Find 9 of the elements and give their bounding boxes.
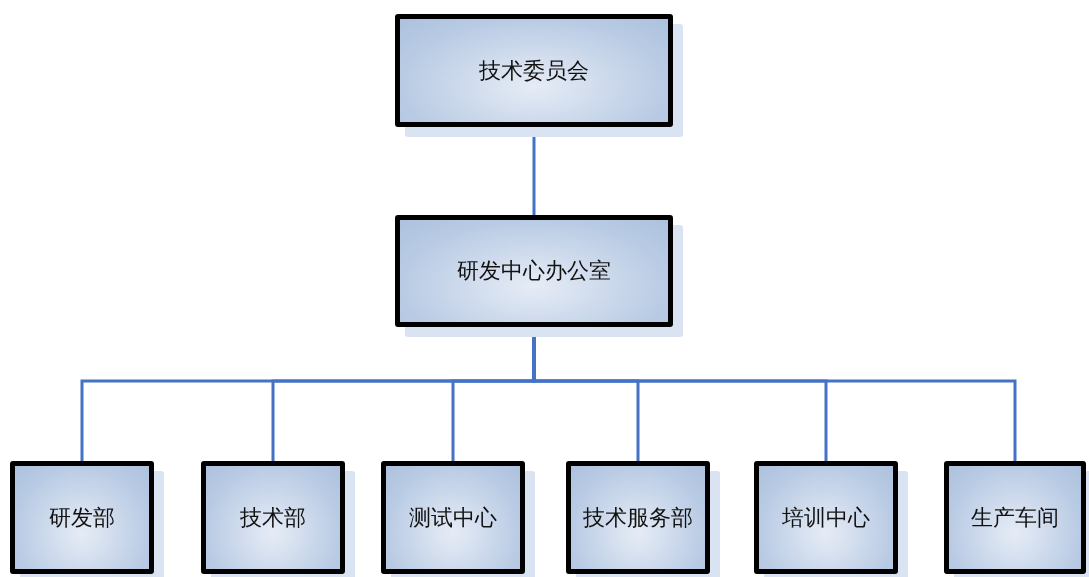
org-unit-box: [944, 461, 1086, 574]
unit-name: 技术服务部: [583, 503, 693, 532]
unit-name: 测试中心: [409, 503, 497, 532]
unit-name: 技术委员会: [479, 56, 589, 85]
unit-name: 培训中心: [782, 503, 870, 532]
unit-name: 研发部: [49, 503, 115, 532]
unit-name: 研发中心办公室: [457, 257, 611, 285]
unit-name: 生产车间: [971, 503, 1059, 532]
unit-name: 技术部: [240, 503, 306, 532]
